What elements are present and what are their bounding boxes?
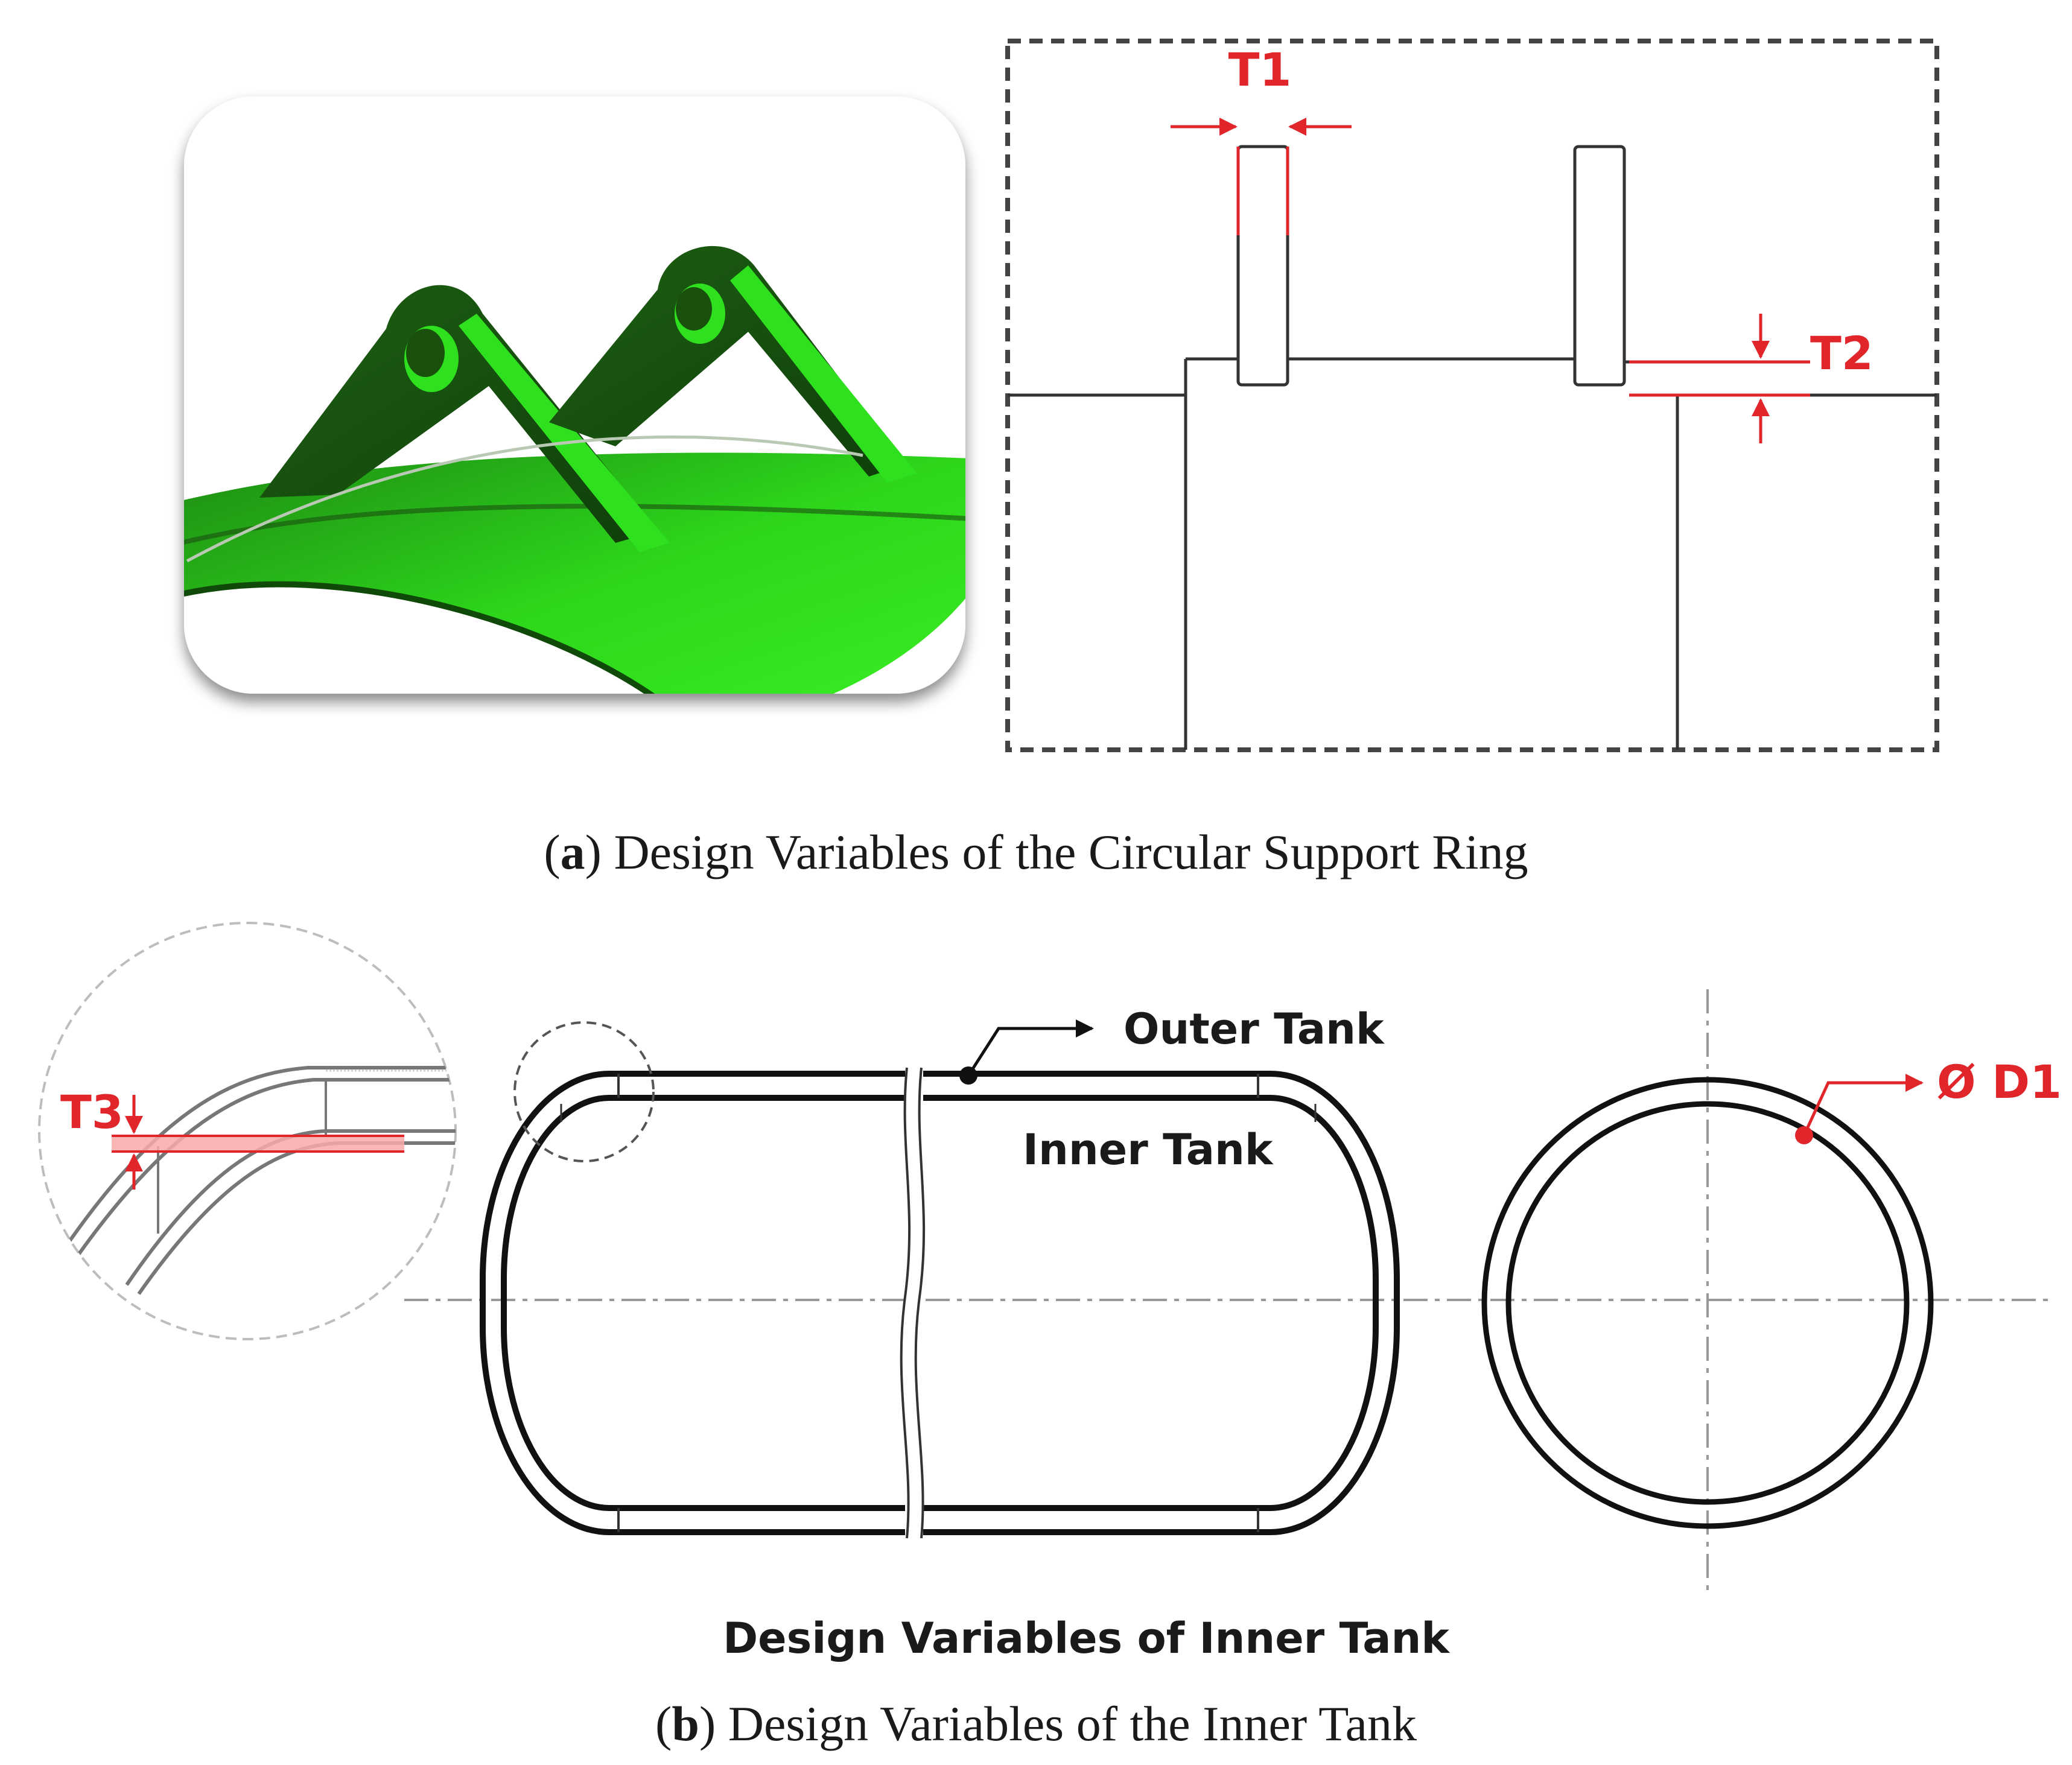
t3-label: T3 [60, 1085, 124, 1139]
tank-side-view: Outer Tank Inner Tank [404, 1004, 2051, 1541]
inner-tank-label: Inner Tank [1023, 1125, 1274, 1174]
t3-dimension: T3 [60, 1085, 143, 1190]
detail-magnifier: T3 [38, 922, 457, 1340]
t2-dimension: T2 [1629, 314, 1873, 443]
outer-tank-callout: Outer Tank [959, 1004, 1385, 1085]
tank-end-view: Ø D1 [1481, 989, 2062, 1592]
d1-label: Ø D1 [1937, 1055, 2062, 1109]
outer-tank-label: Outer Tank [1123, 1004, 1385, 1054]
lug-2 [549, 246, 917, 483]
support-ring-render [184, 97, 965, 694]
d1-callout: Ø D1 [1795, 1055, 2062, 1144]
lug-1 [259, 285, 670, 552]
caption-a: (a) Design Variables of the Circular Sup… [544, 825, 1528, 879]
inner-tank-subtitle: Design Variables of Inner Tank [723, 1614, 1450, 1663]
caption-b: (b) Design Variables of the Inner Tank [655, 1696, 1417, 1751]
t1-label: T1 [1228, 43, 1292, 97]
t2-label: T2 [1810, 326, 1873, 380]
t1-dimension: T1 [1171, 43, 1352, 136]
support-ring-section-drawing: T1 T2 [1005, 39, 1939, 752]
